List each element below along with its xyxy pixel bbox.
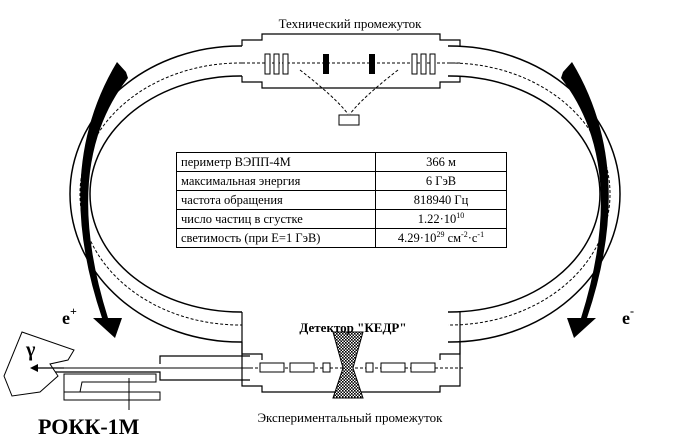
technical-gap xyxy=(241,33,461,126)
rokk-beamline xyxy=(3,331,250,410)
kedr-detector xyxy=(332,331,364,399)
param-name: периметр ВЭПП-4М xyxy=(176,152,376,172)
param-value: 1.22·1010 xyxy=(375,209,507,229)
experimental-gap xyxy=(40,306,465,399)
parameters-table: периметр ВЭПП-4М 366 м максимальная энер… xyxy=(176,152,507,248)
param-value: 818940 Гц xyxy=(375,190,507,210)
positron-label: e+ xyxy=(62,304,77,328)
table-row: число частиц в сгустке 1.22·1010 xyxy=(176,209,507,229)
param-name: максимальная энергия xyxy=(176,171,376,191)
positron-direction-arrow xyxy=(80,62,128,338)
param-name: число частиц в сгустке xyxy=(176,209,376,229)
table-row: частота обращения 818940 Гц xyxy=(176,190,507,210)
param-value: 6 ГэВ xyxy=(375,171,507,191)
electron-label: e- xyxy=(622,304,634,328)
technical-gap-label: Технический промежуток xyxy=(279,16,423,31)
table-row: периметр ВЭПП-4М 366 м xyxy=(176,152,507,172)
beam-orbit xyxy=(79,62,611,326)
table-row: максимальная энергия 6 ГэВ xyxy=(176,171,507,191)
param-name: частота обращения xyxy=(176,190,376,210)
detector-label: Детектор "КЕДР" xyxy=(299,320,406,335)
experimental-gap-label: Экспериментальный промежуток xyxy=(257,410,443,425)
param-value: 366 м xyxy=(375,152,507,172)
gamma-label: γ xyxy=(25,339,36,361)
param-value: 4.29·1029 см-2·с-1 xyxy=(375,228,507,248)
table-row: светимость (при E=1 ГэВ) 4.29·1029 см-2·… xyxy=(176,228,507,248)
electron-direction-arrow xyxy=(561,62,609,338)
rokk-label: РОКК-1М xyxy=(38,414,140,439)
inner-ring xyxy=(89,75,601,313)
param-name: светимость (при E=1 ГэВ) xyxy=(176,228,376,248)
